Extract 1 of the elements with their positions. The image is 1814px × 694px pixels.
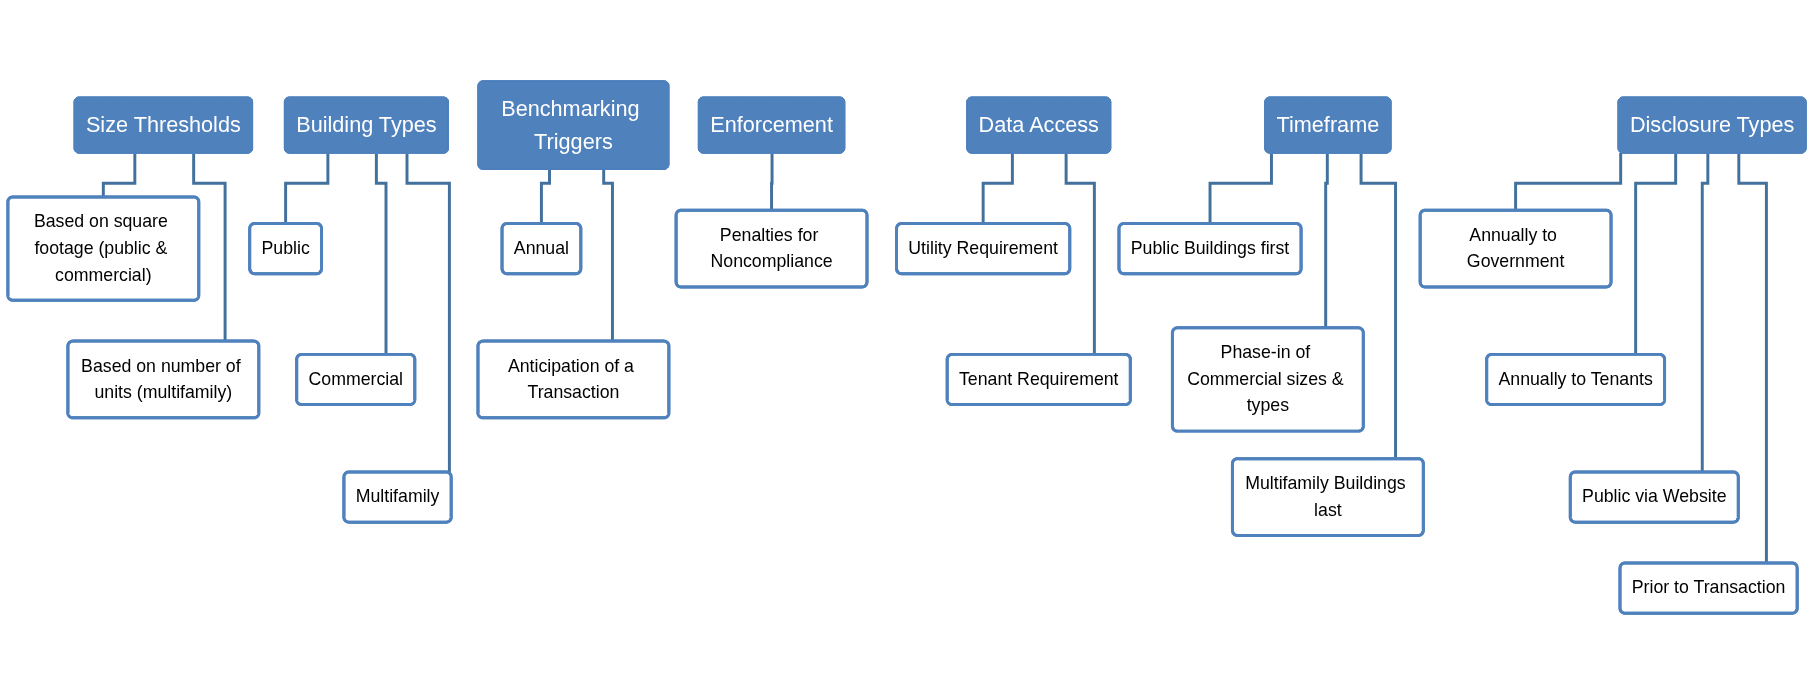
connector [405,153,451,474]
